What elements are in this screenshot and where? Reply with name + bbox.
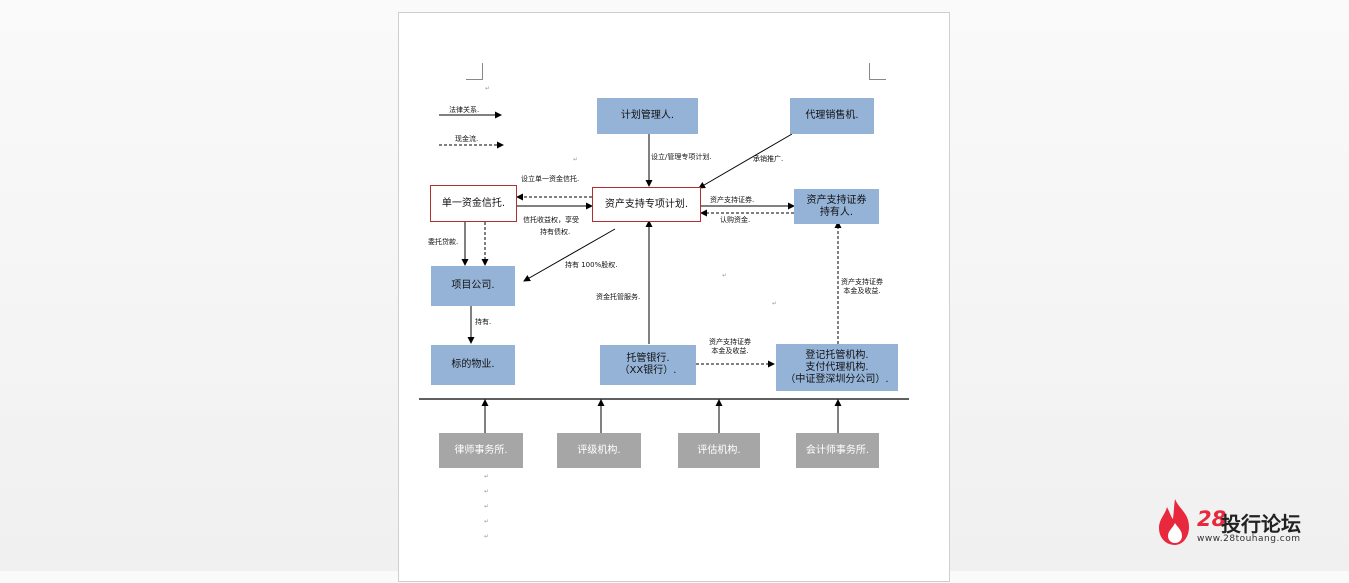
label-abs-issue: 资产支持证券. [710, 196, 755, 204]
paragraph-mark: ↵ [722, 272, 728, 279]
flame-icon [1159, 499, 1189, 545]
paragraph-mark: ↵ [573, 156, 579, 163]
watermark-number: 28 [1197, 507, 1227, 531]
paragraph-mark: ↵ [772, 300, 778, 307]
crop-mark-top-left [466, 63, 483, 80]
node-abs-plan: 资产支持专项计划. [592, 187, 701, 222]
node-custodian-bank: 托管银行. （XX银行）. [600, 345, 696, 385]
label-hold-creditor: 持有债权. [540, 228, 571, 236]
label-setup-single-trust: 设立单一资金信托. [521, 175, 580, 183]
arrow-plan-to-company [523, 228, 616, 282]
label-trust-benefit: 信托收益权，享受 [523, 216, 579, 224]
node-plan-manager: 计划管理人. [597, 98, 698, 134]
label-principal-income-registrar: 资产支持证券 本金及收益. [841, 278, 883, 295]
label-entrusted-loan: 委托贷款. [428, 238, 459, 246]
watermark-logo: 28 投行论坛 www.28touhang.com [1155, 497, 1335, 547]
node-target-property: 标的物业. [431, 345, 515, 385]
node-single-trust: 单一资金信托. [430, 185, 517, 222]
legend-fund-label: 现金流. [455, 135, 479, 143]
legend-legal-label: 法律关系. [449, 106, 480, 114]
paragraph-mark: ↵ [485, 85, 491, 92]
paragraph-mark: ↵ [484, 518, 490, 525]
node-rating-agency: 评级机构. [557, 433, 641, 468]
paragraph-mark: ↵ [484, 473, 490, 480]
watermark-url: www.28touhang.com [1197, 534, 1301, 544]
paragraph-mark: ↵ [484, 503, 490, 510]
arrow-agency-to-plan [698, 133, 793, 189]
label-fund-custody: 资金托管服务. [596, 293, 641, 301]
node-agency-sales: 代理销售机. [790, 98, 874, 134]
watermark-name: 投行论坛 [1221, 512, 1301, 536]
paragraph-mark: ↵ [484, 488, 490, 495]
label-promotion: 承销推广. [753, 155, 784, 163]
label-subscription: 认购资金. [720, 216, 751, 224]
node-appraisal-agency: 评估机构. [678, 433, 760, 468]
node-accounting-firm: 会计师事务所. [796, 433, 879, 468]
node-project-company: 项目公司. [431, 266, 515, 306]
label-principal-income-bank: 资产支持证券 本金及收益. [709, 338, 751, 355]
label-holds: 持有. [475, 318, 492, 326]
node-registrar: 登记托管机构. 支付代理机构. （中证登深圳分公司）. [776, 344, 898, 391]
diagram-connectors [419, 111, 909, 433]
crop-mark-top-right [869, 63, 886, 80]
node-abs-holder: 资产支持证券 持有人. [794, 189, 879, 224]
document-page: 法律关系. 现金流. 计划管理人. 代理销售机. 单一资金信托. 资产支持专项计… [398, 12, 950, 582]
paragraph-mark: ↵ [484, 533, 490, 540]
node-law-firm: 律师事务所. [439, 433, 523, 468]
label-hold-100-equity: 持有 100%股权. [565, 261, 618, 269]
label-setup-manage: 设立/管理专项计划. [651, 153, 712, 161]
